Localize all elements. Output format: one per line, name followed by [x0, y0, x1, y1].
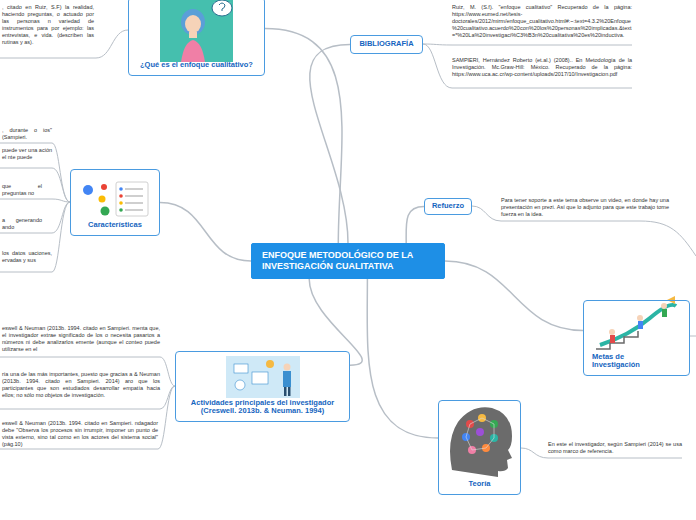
girl-illustration [160, 0, 233, 62]
leader-line [0, 199, 70, 202]
note-text: , citado en Ruiz, S.F) la realidad, haci… [2, 4, 94, 46]
node-title: Actividades principales del investigador… [180, 399, 345, 416]
note-text: eswell & Neuman (2013b. 1994. citado en … [2, 325, 160, 353]
checklist-icon [83, 182, 148, 216]
topic-box: Actividades principales del investigador… [175, 351, 350, 422]
connector-path [367, 279, 438, 438]
branch-connector [309, 279, 362, 365]
connector-path [445, 261, 583, 330]
connector-path [309, 279, 362, 365]
branch-connector [367, 279, 438, 438]
note-text: Ruiz, M. (S.f). "enfoque cualitativo" Re… [452, 4, 632, 39]
leader-line [0, 202, 70, 272]
topic-box: Características [70, 169, 160, 236]
node-title: Teoría [469, 480, 491, 489]
activities-illustration [226, 356, 300, 398]
connector-path [160, 203, 251, 262]
note-text: , durante o ios" (Sampieri. [2, 127, 52, 141]
goals-illustration [596, 296, 676, 349]
central-topic: ENFOQUE METODOLÓGICO DE LA INVESTIGACIÓN… [251, 243, 445, 279]
topic-box: Teoría [438, 400, 521, 495]
note-text: eswell & Neuman (2013b. 1994. citado en … [2, 420, 158, 448]
leader-line [0, 202, 70, 233]
note-text: En este el investigador, según Sampieri … [548, 441, 682, 455]
leader-line [0, 168, 70, 202]
note-text: ría una de las más importantes, puesto q… [2, 371, 160, 399]
note-text: puede ver una ación el nte puede [2, 147, 52, 161]
note-text: que el preguntas no [2, 183, 42, 197]
note-text: los datos uaciones, ervadas y sus [2, 250, 52, 264]
note-text: a generando ando [2, 217, 42, 231]
leader-line [690, 336, 696, 337]
leader-line [0, 143, 70, 202]
topic-box: Metas de Investigación [583, 300, 690, 376]
node-title: Metas de Investigación [592, 353, 654, 370]
topic-box: ¿Qué es el enfoque cualitativo? [128, 0, 265, 76]
node-title: ENFOQUE METODOLÓGICO DE LA INVESTIGACIÓN… [262, 250, 434, 272]
branch-connector [445, 261, 583, 330]
node-title: BIBLIOGRAFÍA [359, 40, 413, 49]
node-title: ¿Qué es el enfoque cualitativo? [140, 61, 253, 70]
connector-path [310, 45, 350, 244]
leader-line [423, 44, 632, 88]
note-text: SAMPIERI, Hernández Roberto (et.al.) (20… [452, 57, 632, 78]
node-title: Refuerzo [432, 202, 464, 211]
branch-connector [310, 45, 350, 244]
topic-box: Refuerzo [424, 198, 472, 215]
note-text: Para tener soporte a este tema observe u… [501, 197, 669, 218]
leader-line [423, 44, 632, 45]
branch-connector [265, 29, 342, 243]
connector-path [265, 29, 342, 243]
brain-head-illustration [450, 407, 512, 477]
branch-connector [406, 207, 424, 244]
connector-path [406, 207, 424, 244]
node-title: Características [88, 221, 142, 230]
branch-connector [160, 203, 251, 262]
topic-box: BIBLIOGRAFÍA [350, 35, 423, 54]
